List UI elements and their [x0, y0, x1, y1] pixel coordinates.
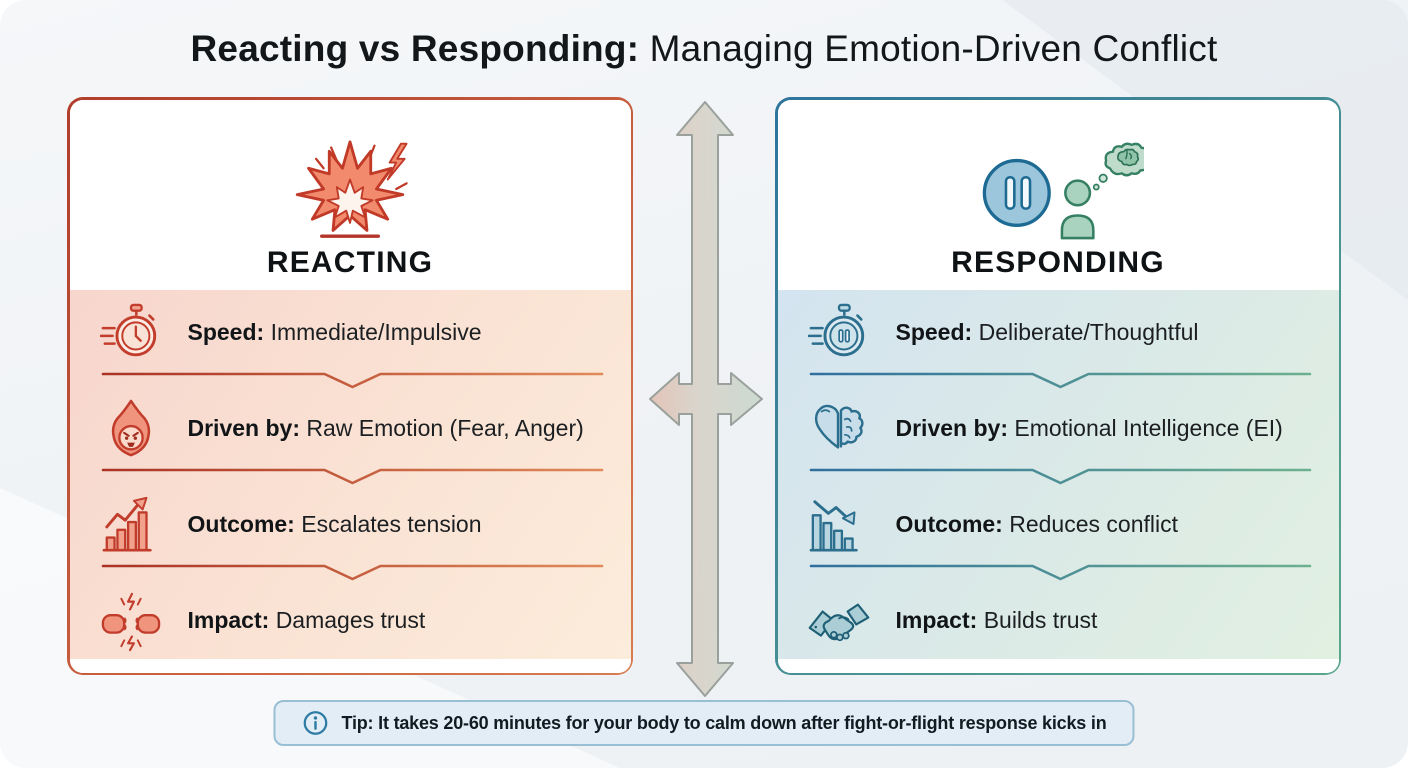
responding-outcome-value: Reduces conflict: [1009, 511, 1178, 537]
paused-stopwatch-icon: [807, 303, 864, 356]
falling-bar-chart-icon: [809, 499, 858, 551]
tip-text: Tip: It takes 20-60 minutes for your bod…: [341, 713, 1106, 734]
clashing-fists-icon: [101, 592, 160, 651]
responding-row-outcome: Outcome: Reduces conflict: [808, 487, 1313, 563]
pause-thinking-person-icon: [982, 142, 1144, 239]
reacting-divider-3: [101, 564, 603, 580]
reacting-driven-by-value: Raw Emotion (Fear, Anger): [306, 415, 584, 441]
responding-divider-1: [809, 372, 1311, 388]
reacting-panel-header: REACTING: [69, 99, 631, 290]
responding-divider-2: [809, 468, 1311, 484]
four-way-arrow-icon: [649, 101, 763, 697]
reacting-row-outcome: Outcome: Escalates tension: [100, 487, 605, 563]
responding-divider-3: [809, 564, 1311, 580]
responding-impact-label: Impact:: [895, 607, 978, 633]
reacting-divider-2: [101, 468, 603, 484]
reacting-heading: REACTING: [266, 245, 434, 279]
responding-row-impact: Impact: Builds trust: [808, 583, 1313, 659]
responding-speed-value: Deliberate/Thoughtful: [978, 319, 1199, 345]
reacting-row-impact: Impact: Damages trust: [100, 583, 605, 659]
responding-driven-by-value: Emotional Intelligence (EI): [1014, 415, 1283, 441]
responding-row-driven-by: Driven by: Emotional Intelligence (EI): [808, 391, 1313, 467]
explosion-lightning-icon: [295, 139, 408, 238]
info-icon: [303, 711, 328, 735]
reacting-outcome-label: Outcome:: [187, 511, 295, 537]
responding-outcome-label: Outcome:: [895, 511, 1003, 537]
reacting-row-driven-by: Driven by: Raw Emotion (Fear, Anger): [100, 391, 605, 467]
reacting-speed-value: Immediate/Impulsive: [270, 319, 482, 345]
tip-message: It takes 20-60 minutes for your body to …: [378, 712, 1107, 733]
reacting-driven-by-label: Driven by:: [187, 415, 300, 441]
page-title-rest: Managing Emotion-Driven Conflict: [649, 28, 1218, 69]
tip-label: Tip:: [341, 712, 374, 733]
responding-driven-by-label: Driven by:: [895, 415, 1008, 441]
reacting-speed-text: Speed: Immediate/Impulsive: [188, 319, 482, 346]
responding-speed-label: Speed:: [895, 319, 973, 345]
reacting-panel-body: Speed: Immediate/Impulsive: [69, 289, 631, 659]
responding-speed-text: Speed: Deliberate/Thoughtful: [896, 319, 1199, 346]
reacting-driven-by-text: Driven by: Raw Emotion (Fear, Anger): [188, 415, 584, 442]
reacting-panel: REACTING: [67, 97, 633, 675]
speeding-stopwatch-icon: [99, 303, 156, 356]
responding-driven-by-text: Driven by: Emotional Intelligence (EI): [896, 415, 1283, 442]
reacting-outcome-value: Escalates tension: [301, 511, 482, 537]
reacting-divider-1: [101, 372, 603, 388]
reacting-panel-footer: [69, 658, 631, 673]
responding-impact-value: Builds trust: [983, 607, 1098, 633]
responding-heading: RESPONDING: [951, 245, 1165, 279]
angry-flame-icon: [111, 399, 150, 456]
responding-outcome-text: Outcome: Reduces conflict: [896, 511, 1178, 538]
reacting-impact-text: Impact: Damages trust: [188, 607, 426, 634]
reacting-panel-inner: REACTING: [69, 99, 631, 673]
responding-panel: RESPONDING: [775, 97, 1341, 675]
page-title-emphasis: Reacting vs Responding:: [190, 28, 640, 69]
rising-bar-chart-icon: [102, 496, 152, 551]
reacting-row-speed: Speed: Immediate/Impulsive: [99, 295, 605, 371]
handshake-icon: [808, 603, 869, 641]
responding-impact-text: Impact: Builds trust: [896, 607, 1098, 634]
page-title: Reacting vs Responding: Managing Emotion…: [0, 28, 1408, 70]
responding-panel-inner: RESPONDING: [777, 99, 1339, 673]
responding-panel-body: Speed: Deliberate/Thoughtful Dr: [777, 289, 1339, 659]
heart-brain-icon: [814, 404, 864, 449]
reacting-outcome-text: Outcome: Escalates tension: [188, 511, 482, 538]
reacting-impact-label: Impact:: [187, 607, 270, 633]
responding-panel-footer: [777, 658, 1339, 673]
responding-row-speed: Speed: Deliberate/Thoughtful: [807, 295, 1313, 371]
tip-box: Tip: It takes 20-60 minutes for your bod…: [273, 700, 1135, 746]
reacting-impact-value: Damages trust: [275, 607, 426, 633]
reacting-speed-label: Speed:: [187, 319, 265, 345]
responding-panel-header: RESPONDING: [777, 99, 1339, 290]
